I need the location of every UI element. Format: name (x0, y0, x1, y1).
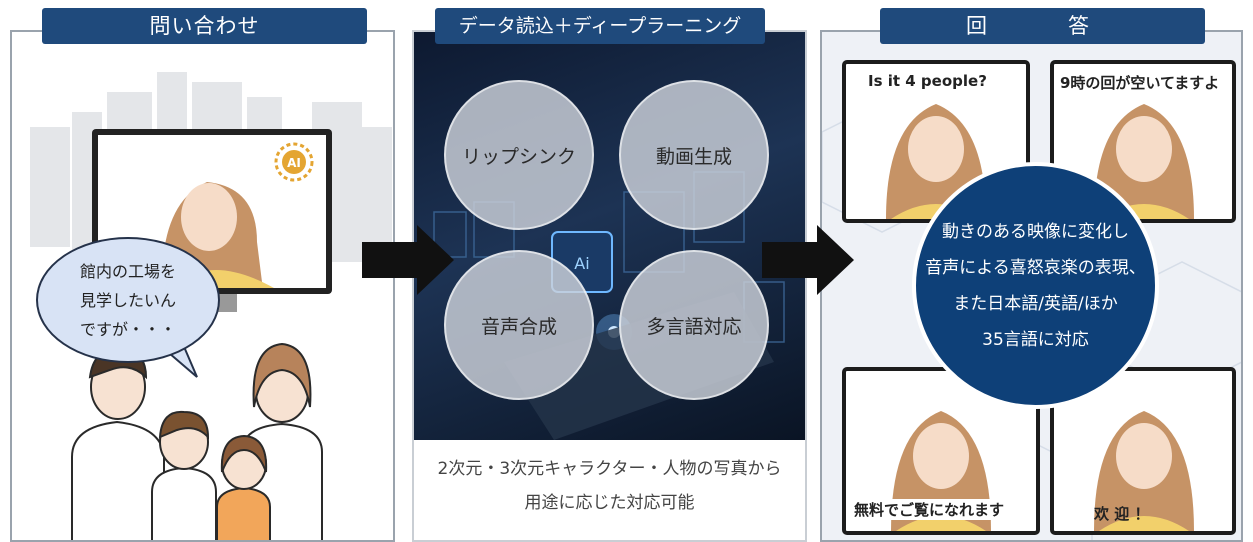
caption-line: 2次元・3次元キャラクター・人物の写真から (437, 459, 782, 479)
answer-frame-welcome: 欢 迎 ！ (1050, 367, 1236, 535)
answer-summary-circle: 動きのある映像に変化し 音声による喜怒哀楽の表現、 また日本語/英語/ほか 35… (912, 162, 1159, 409)
circle-voice-synthesis: 音声合成 (444, 250, 594, 400)
learning-caption: 2次元・3次元キャラクター・人物の写真から 用途に応じた対応可能 (414, 452, 805, 520)
inquiry-illustration: AI (30, 72, 392, 540)
speech-line: ですが・・・ (79, 319, 176, 339)
caption-line: 用途に応じた対応可能 (524, 493, 695, 513)
inquiry-panel: AI 館内の工場を 見学したいん ですが・・・ (10, 30, 395, 542)
summary-line: 動きのある映像に変化し (942, 221, 1129, 242)
answer-frame-japanese: 9時の回が空いてますよ (1050, 60, 1236, 223)
inquiry-title: 問い合わせ (42, 8, 367, 44)
speech-line: 見学したいん (79, 290, 176, 310)
speech-line: 館内の工場を (79, 261, 176, 281)
answer-frame-free: 無料でご覧になれます (842, 367, 1040, 535)
circle-lipsync: リップシンク (444, 80, 594, 230)
answer-title: 回 答 (880, 8, 1205, 44)
answer-panel: Is it 4 people? 9時の回が空いてますよ 無料でご覧になれます 欢… (820, 30, 1243, 542)
summary-line: 音声による喜怒哀楽の表現、 (925, 257, 1146, 278)
summary-line: また日本語/英語/ほか (953, 293, 1118, 314)
frame-text: Is it 4 people? (868, 72, 987, 90)
summary-line: 35言語に対応 (982, 329, 1089, 350)
ai-chip-icon: Ai (574, 254, 589, 273)
ai-badge-icon: AI (287, 156, 301, 170)
frame-text: 欢 迎 ！ (1094, 505, 1150, 523)
learning-title: データ読込＋ディープラーニング (435, 8, 765, 44)
circle-multilingual: 多言語対応 (619, 250, 769, 400)
frame-text: 9時の回が空いてますよ (1060, 74, 1220, 92)
circle-video-generation: 動画生成 (619, 80, 769, 230)
learning-panel: Ai リップシンク 動画生成 音声合成 多言語対応 2次元・3次元キャラクター・… (412, 30, 807, 542)
frame-text: 無料でご覧になれます (854, 499, 1005, 520)
arrow-right-icon (362, 225, 454, 295)
arrow-right-icon (762, 225, 854, 295)
speech-bubble: 館内の工場を 見学したいん ですが・・・ (36, 237, 220, 363)
